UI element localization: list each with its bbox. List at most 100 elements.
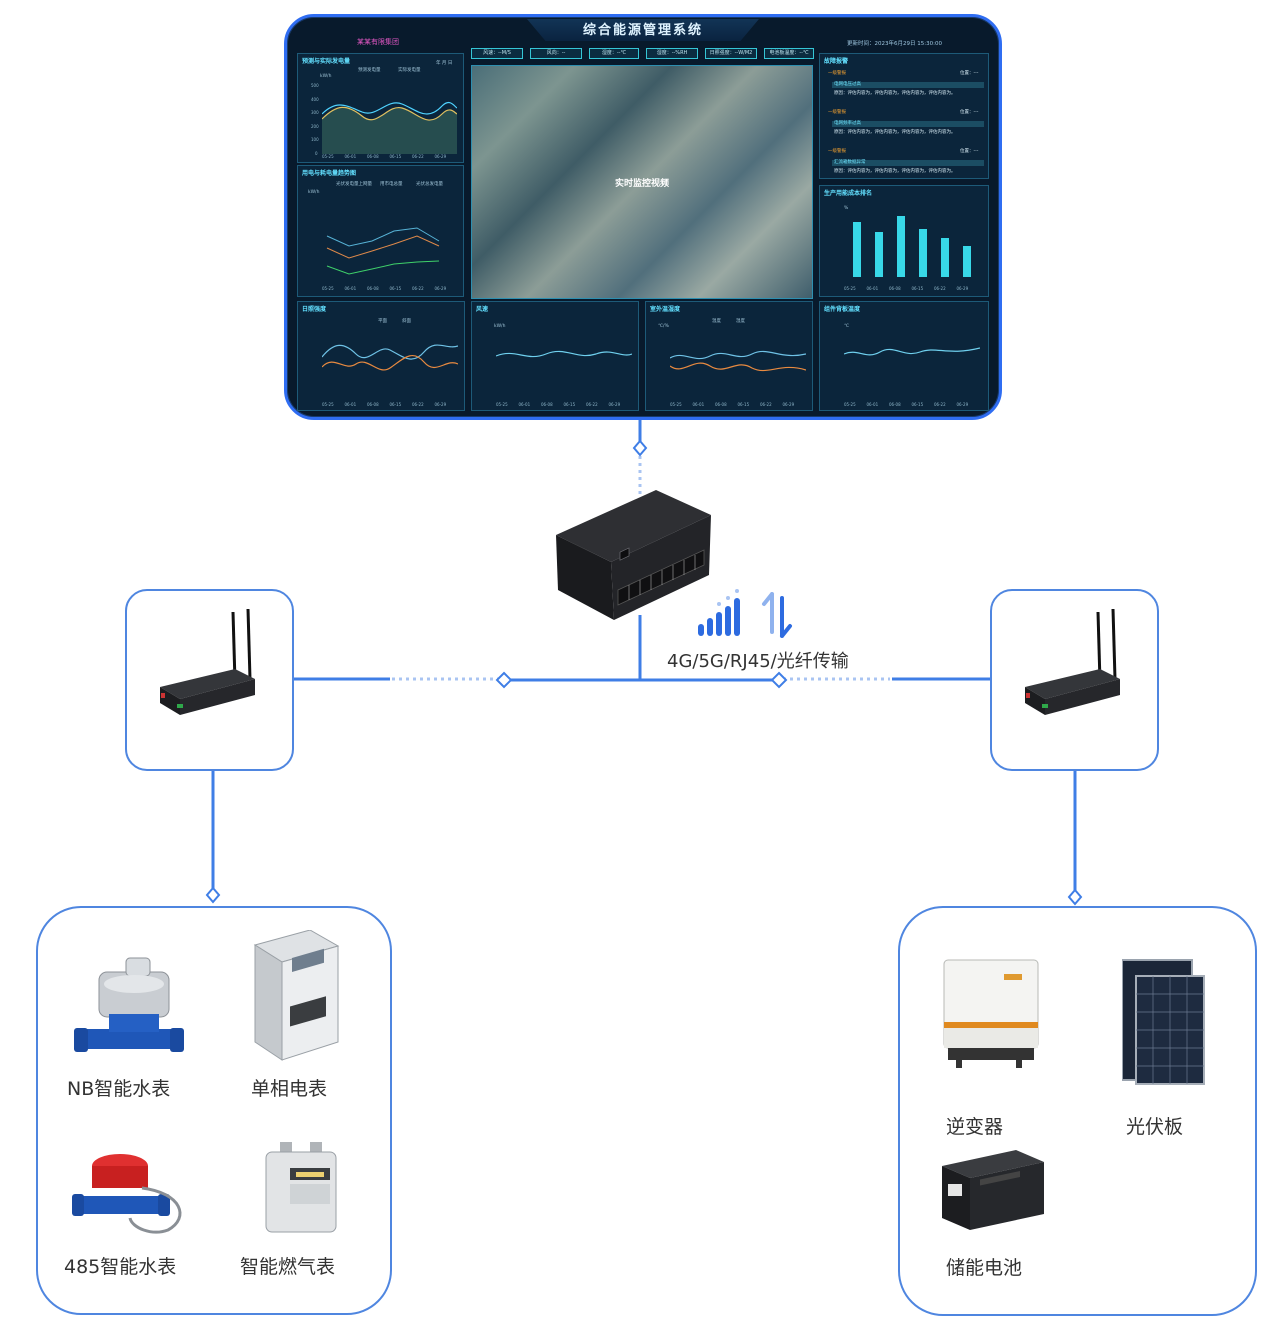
solar-panel-icon	[1122, 959, 1205, 1085]
alarm-bar: 电网频率过高	[832, 121, 984, 127]
forecast-ytick: 0	[315, 151, 318, 156]
wind-chart	[496, 350, 632, 358]
x-tick-label: 06-15	[737, 402, 750, 407]
consumption-legend-2: 用市电总量	[380, 182, 403, 187]
alarm-level: 一级警报	[828, 71, 846, 76]
temp-humidity-title: 室外温湿度	[650, 306, 681, 313]
temp-legend: 温度	[712, 319, 721, 324]
x-tick-label: 06-22	[412, 286, 424, 291]
ranking-unit: %	[844, 206, 849, 211]
x-tick-label: 06-15	[389, 286, 402, 291]
indicator-temperature: 湿度：--℃	[589, 48, 639, 59]
forecast-legend-2: 实际发电量	[398, 68, 421, 73]
router-icon	[1025, 608, 1120, 715]
gas-meter-icon	[265, 1142, 337, 1233]
forecast-legend-1: 预测发电量	[358, 68, 381, 73]
consumption-legend-3: 光伏总发电量	[416, 182, 443, 187]
ranking-chart	[853, 216, 971, 277]
x-tick-label: 06-01	[344, 286, 357, 291]
radiation-title: 日照强度	[302, 306, 327, 313]
dashboard-logo: 某某有限集团	[357, 38, 399, 46]
x-tick-label: 06-29	[434, 154, 447, 159]
update-time: 更新时间：2023年6月29日 15:30:00	[847, 41, 942, 47]
x-tick-label: 06-01	[692, 402, 705, 407]
forecast-ytick: 200	[311, 124, 319, 129]
left-devices-box: NB智能水表 单相电表 485智能水表 智能燃气表	[36, 906, 392, 1315]
forecast-panel: 预测与实际发电量 预测发电量 实际发电量 年 月 日 kW/h 500 400 …	[297, 53, 464, 163]
indicator-wind-direction: 风向：--	[530, 48, 582, 59]
x-tick-label: 06-15	[563, 402, 576, 407]
x-tick-label: 06-22	[412, 154, 424, 159]
x-tick-label: 06-22	[586, 402, 598, 407]
consumption-title: 用电与耗电量趋势图	[302, 170, 357, 177]
right-devices-box: 逆变器 光伏板 储能电池	[898, 906, 1257, 1316]
x-tick-label: 05-25	[322, 402, 334, 407]
consumption-unit: kW/h	[308, 190, 320, 195]
x-tick-label: 05-25	[844, 402, 856, 407]
x-tick-label: 06-15	[389, 154, 402, 159]
panel-temp-chart	[844, 347, 980, 356]
indicator-panel-temperature: 电池板温度：--℃	[764, 48, 814, 59]
x-tick-label: 06-29	[434, 286, 447, 291]
nb-water-meter-icon	[74, 957, 184, 1052]
device-label-rs485-water-meter: 485智能水表	[64, 1256, 177, 1278]
dashboard-title: 综合能源管理系统	[527, 19, 759, 41]
left-gateway-box	[125, 589, 294, 771]
x-tick-label: 06-15	[911, 402, 924, 407]
network-switch-icon	[556, 490, 711, 620]
humidity-legend: 湿度	[736, 319, 745, 324]
x-tick-label: 06-08	[541, 402, 553, 407]
forecast-toggle[interactable]: 年 月 日	[436, 61, 453, 66]
panel-temp-title: 组件背板温度	[824, 306, 861, 313]
alarm-desc: 原因：评估内容为，评估内容为，评估内容为，评估内容为。	[834, 169, 956, 174]
alarm-level: 一级警报	[828, 149, 846, 154]
monitoring-video[interactable]: 实时监控视频	[471, 65, 813, 299]
indicator-humidity: 湿度：--%RH	[646, 48, 698, 59]
alarm-location: 位置：---	[960, 71, 979, 76]
x-tick-label: 05-25	[322, 154, 334, 159]
consumption-legend-1: 光伏发电量上网量	[336, 182, 372, 187]
forecast-unit: kW/h	[320, 74, 332, 79]
x-tick-label: 06-08	[367, 154, 379, 159]
radiation-chart	[322, 344, 458, 371]
radiation-legend-2: 斜面	[402, 319, 411, 324]
device-label-solar-panel: 光伏板	[1126, 1116, 1184, 1138]
forecast-ytick: 100	[311, 137, 319, 142]
inverter-icon	[943, 959, 1039, 1068]
x-tick-label: 06-01	[518, 402, 531, 407]
temp-humidity-chart	[670, 350, 806, 372]
alarm-desc: 原因：评估内容为，评估内容为，评估内容为，评估内容为。	[834, 130, 956, 135]
x-tick-label: 06-01	[866, 402, 879, 407]
x-tick-label: 06-08	[715, 402, 727, 407]
x-tick-label: 05-25	[496, 402, 508, 407]
energy-dashboard-screen: 综合能源管理系统 某某有限集团 更新时间：2023年6月29日 15:30:00…	[284, 14, 1002, 420]
x-tick-label: 06-22	[760, 402, 772, 407]
router-icon	[160, 608, 255, 715]
x-tick-label: 06-29	[956, 286, 969, 291]
x-tick-label: 06-29	[956, 402, 969, 407]
x-tick-label: 06-08	[367, 402, 379, 407]
indicator-sunlight: 日照强度：--W/M2	[705, 48, 757, 59]
wind-title: 风速	[476, 306, 489, 313]
panel-temp-unit: ℃	[844, 324, 850, 329]
x-tick-label: 06-22	[934, 286, 946, 291]
consumption-panel: 用电与耗电量趋势图 光伏发电量上网量 用市电总量 光伏总发电量 kW/h 05-…	[297, 165, 464, 297]
rs485-water-meter-icon	[72, 1154, 182, 1234]
signal-icon	[698, 589, 740, 636]
x-tick-label: 05-25	[322, 286, 334, 291]
indicator-wind-speed: 风速：--M/S	[471, 48, 523, 59]
video-label: 实时监控视频	[614, 179, 669, 189]
device-label-nb-water-meter: NB智能水表	[67, 1078, 171, 1100]
alarm-location: 位置：---	[960, 149, 979, 154]
x-tick-label: 06-22	[412, 402, 424, 407]
alarm-panel: 故障报警 一级警报 位置：--- 电网电压过高 原因：评估内容为，评估内容为，评…	[819, 53, 989, 179]
consumption-chart	[326, 227, 440, 275]
device-label-gas-meter: 智能燃气表	[240, 1256, 336, 1278]
x-tick-label: 05-25	[670, 402, 682, 407]
x-tick-label: 06-22	[934, 402, 946, 407]
forecast-chart	[322, 101, 457, 154]
